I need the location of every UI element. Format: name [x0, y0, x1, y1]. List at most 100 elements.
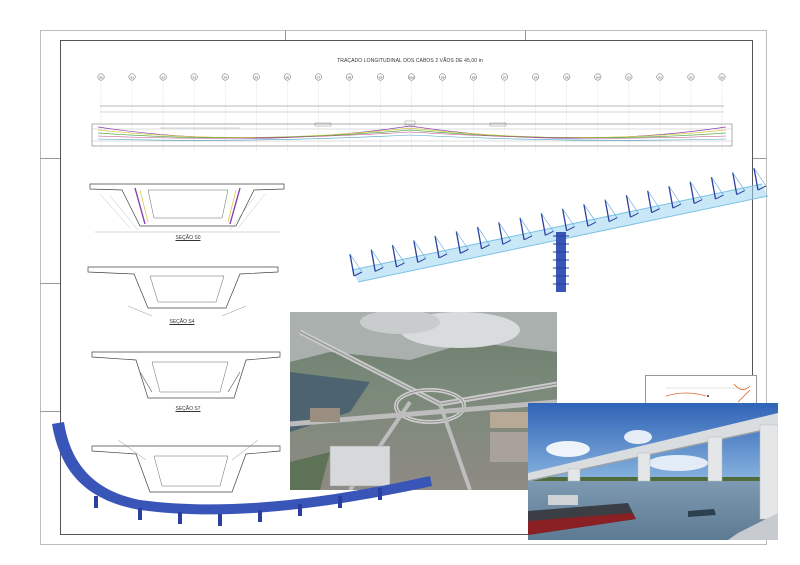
- vegetation: [290, 452, 330, 490]
- building-block: [310, 408, 340, 422]
- truss-frame: [481, 244, 490, 250]
- tendon-group: [139, 189, 149, 223]
- truss-frame: [647, 190, 653, 213]
- station-bubble: [532, 73, 540, 81]
- station-bubble: [625, 73, 633, 81]
- truss-diagonal: [753, 167, 767, 187]
- section-outline: [91, 445, 281, 493]
- truss-frame: [583, 204, 589, 227]
- aerial-interchange-photo: [290, 312, 557, 490]
- truss-frame: [438, 253, 448, 259]
- station-label: S6: [285, 75, 289, 79]
- truss-frame: [498, 222, 504, 245]
- station-bubble: [345, 73, 353, 81]
- station-label: S8: [472, 75, 476, 79]
- river-piers: [567, 424, 778, 520]
- pier: [637, 452, 651, 482]
- pier-stack-ribs: [553, 235, 569, 285]
- truss-frame: [651, 208, 660, 214]
- drawing-title: TRAÇADO LONGITUDINAL DOS CABOS 2 VÃOS DE…: [337, 58, 483, 64]
- truss-frame: [587, 221, 597, 227]
- pier: [218, 514, 222, 526]
- pier: [258, 510, 262, 522]
- station-label: S2: [658, 75, 662, 79]
- pier: [94, 496, 98, 508]
- station-bubble: [439, 73, 446, 81]
- truss-diagonal: [626, 194, 639, 214]
- dimension-leader: [99, 193, 266, 231]
- station-label: S5: [254, 75, 258, 79]
- shoreline: [528, 477, 778, 481]
- truss-frame: [375, 267, 384, 272]
- section-void: [153, 455, 229, 487]
- truss-diagonal: [689, 181, 703, 200]
- station-bubble: [377, 73, 384, 81]
- truss-frames: [349, 167, 767, 277]
- truss-diagonal: [583, 204, 597, 223]
- pier: [338, 496, 342, 508]
- cloud: [648, 455, 708, 471]
- tugboat: [688, 509, 716, 517]
- truss-frame: [672, 203, 682, 209]
- tendon-group: [229, 187, 241, 225]
- truss-frame: [349, 253, 355, 277]
- station-label: S5: [565, 75, 569, 79]
- truss-diagonal: [604, 199, 618, 218]
- truss-frame: [736, 190, 745, 195]
- truss-frame: [417, 257, 427, 263]
- pier: [138, 508, 142, 520]
- station-bubble: [718, 73, 726, 81]
- anchor-block: [314, 122, 332, 127]
- pier: [567, 468, 581, 482]
- cloud: [624, 430, 652, 444]
- sheet-margin-mark: [753, 158, 767, 159]
- cable-profile: [97, 129, 727, 139]
- highway: [438, 403, 472, 490]
- truss-frame: [434, 235, 440, 259]
- truss-diagonal: [711, 176, 724, 196]
- truss-frame: [455, 231, 461, 254]
- bridge-deck: [528, 413, 778, 481]
- truss-diagonal: [732, 172, 745, 191]
- station-bubble: [314, 73, 322, 81]
- tendon-group: [227, 189, 237, 223]
- anchor-block: [489, 122, 507, 127]
- pier-stack: [556, 232, 566, 292]
- truss-frame: [608, 217, 618, 223]
- section-void: [149, 275, 225, 303]
- truss-diagonal: [349, 253, 363, 273]
- sheet-margin-mark: [40, 158, 60, 159]
- station-bubble: [252, 73, 260, 81]
- station-label: S7: [503, 75, 507, 79]
- drawing-frame: [60, 40, 753, 535]
- building-block: [490, 432, 530, 462]
- station-bubble: [97, 73, 105, 81]
- sheet-margin-mark: [40, 283, 60, 284]
- station-label: S2: [161, 75, 165, 79]
- truss-frame: [625, 195, 632, 218]
- station-label: S0: [720, 75, 724, 79]
- station-label: S3: [627, 75, 631, 79]
- station-bubble: [190, 73, 198, 81]
- truss-diagonal: [392, 244, 405, 264]
- truss-frame: [476, 226, 483, 249]
- station-bubble: [408, 73, 415, 81]
- truss-diagonal: [434, 235, 448, 255]
- station-label: S0: [99, 75, 103, 79]
- station-label: S7: [317, 75, 321, 79]
- truss-frame: [668, 185, 674, 209]
- truss-diagonal: [647, 190, 660, 209]
- station-bubble: [501, 73, 509, 81]
- truss-frame: [566, 226, 575, 232]
- river-bridge-rendering: [528, 403, 778, 540]
- dimension-leader: [117, 439, 259, 461]
- truss-frame: [370, 249, 376, 272]
- truss-frame: [689, 181, 695, 204]
- tendon-group: [134, 187, 146, 225]
- building-block: [490, 412, 540, 428]
- pier-support: [404, 120, 416, 126]
- station-label: S4: [596, 75, 600, 79]
- curved-deck: [52, 422, 432, 515]
